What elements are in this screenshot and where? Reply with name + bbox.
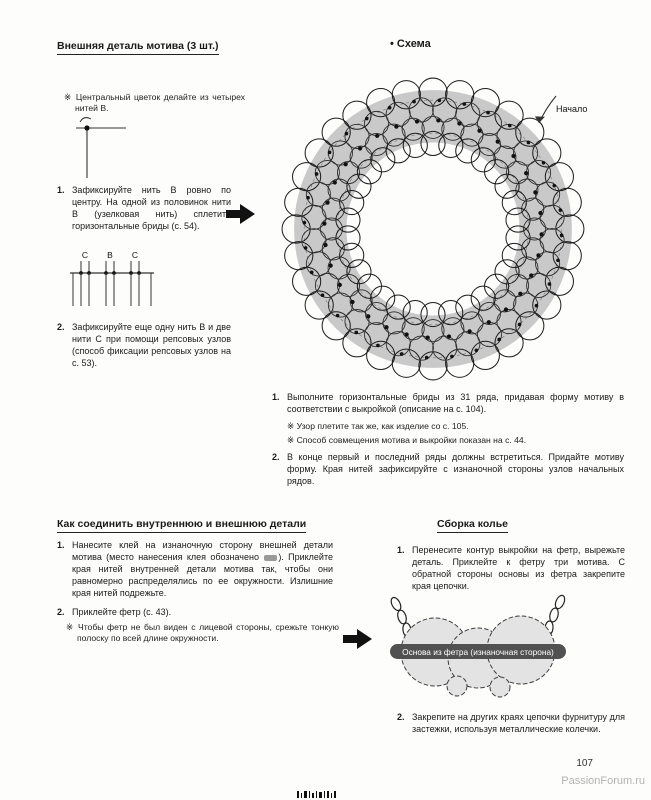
felt-label: Основа из фетра (изнаночная сторона) <box>402 647 554 657</box>
outer-motif-step-1: 1. Зафиксируйте нить B ровно по центру. … <box>57 185 231 233</box>
ring-diagram <box>272 68 594 390</box>
print-marks <box>297 790 336 798</box>
assembly-step-2: 2. Закрепите на других краях цепочки фур… <box>397 712 625 736</box>
step-text-before-swatch: Нанесите клей на изнаночную сторону внеш… <box>72 540 333 562</box>
step-text: Нанесите клей на изнаночную сторону внеш… <box>72 540 333 600</box>
step-text: Выполните горизонтальные бриды из 31 ряд… <box>287 392 624 414</box>
join-step-1: 1. Нанесите клей на изнаночную сторону в… <box>57 540 333 600</box>
felt-label-band <box>390 644 566 659</box>
step-number: 2. <box>272 452 280 462</box>
cord-letter-c-right: C <box>132 250 138 260</box>
outer-motif-heading: Внешняя деталь мотива (3 шт.) <box>57 36 219 55</box>
cord-mounting-diagram: C B C <box>64 248 160 312</box>
schema-label: • Схема <box>390 38 431 50</box>
step-number: 1. <box>397 545 405 555</box>
schema-step-1: 1. Выполните горизонтальные бриды из 31 … <box>272 392 624 416</box>
step-text: Приклейте фетр (с. 43). <box>72 607 172 617</box>
assembly-section-heading-text: Сборка колье <box>437 518 509 533</box>
arrow-right-icon <box>343 628 373 650</box>
join-section-heading-text: Как соединить внутреннюю и внешнюю детал… <box>57 518 307 533</box>
outer-motif-heading-text: Внешняя деталь мотива (3 шт.) <box>57 40 219 55</box>
join-note: ※ Чтобы фетр не был виден с лицевой стор… <box>66 622 339 644</box>
join-step-2: 2. Приклейте фетр (с. 43). <box>57 607 333 619</box>
step-number: 2. <box>57 607 65 617</box>
thread-pin-diagram <box>72 114 132 182</box>
step-text: В конце первый и последний ряды должны в… <box>287 452 624 486</box>
step-number: 2. <box>57 322 65 332</box>
step-number: 1. <box>57 185 65 195</box>
step-text: Перенесите контур выкройки на фетр, выре… <box>412 545 625 591</box>
cord-letter-c-left: C <box>82 250 88 260</box>
step-text-after-swatch: ). Приклейте края нитей внутренней детал… <box>72 551 333 598</box>
step-number: 1. <box>272 392 280 402</box>
step-number: 2. <box>397 712 405 722</box>
cord-letter-b: B <box>107 250 113 260</box>
join-section-heading: Как соединить внутреннюю и внешнюю детал… <box>57 514 307 533</box>
step-number: 1. <box>57 540 65 550</box>
glue-area-swatch-icon <box>264 554 278 561</box>
assembly-section-heading: Сборка колье <box>437 514 509 533</box>
schema-note-1: ※ Узор плетите так же, как изделие со с.… <box>287 421 469 431</box>
schema-step-2: 2. В конце первый и последний ряды должн… <box>272 452 624 488</box>
step-text: Зафиксируйте нить B ровно по центру. На … <box>72 185 231 231</box>
outer-motif-note: ※ Центральный цветок делайте из четырех … <box>64 92 245 114</box>
assembly-step-1: 1. Перенесите контур выкройки на фетр, в… <box>397 545 625 593</box>
felt-base-diagram: Основа из фетра (изнаночная сторона) <box>380 588 576 706</box>
step-text: Закрепите на других краях цепочки фурнит… <box>412 712 625 734</box>
outer-motif-step-2: 2. Зафиксируйте еще одну нить B и две ни… <box>57 322 231 370</box>
page-number: 107 <box>576 758 593 769</box>
start-label: Начало <box>556 104 588 114</box>
step-text: Зафиксируйте еще одну нить B и две нити … <box>72 322 231 368</box>
schema-note-2: ※ Способ совмещения мотива и выкройки по… <box>287 435 527 445</box>
start-arrow-icon <box>522 92 562 136</box>
ring-band <box>294 90 572 368</box>
watermark: PassionForum.ru <box>561 775 645 787</box>
arrow-right-icon <box>226 203 256 225</box>
